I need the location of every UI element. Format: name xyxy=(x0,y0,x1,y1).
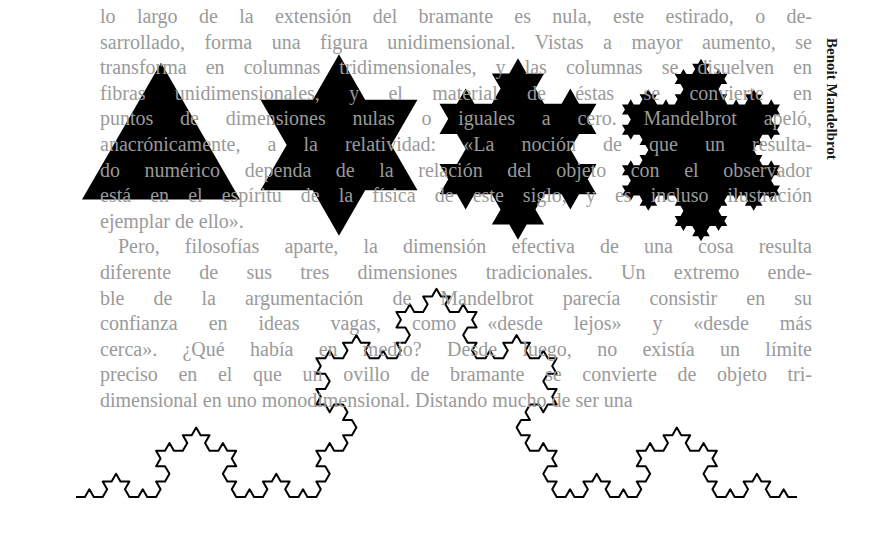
body-text-line: puntos de dimensiones nulas o iguales a … xyxy=(100,105,812,131)
body-text-line: sarrollado, forma una figura unidimensio… xyxy=(100,29,812,55)
body-text-line: do numérico dependa de la relación del o… xyxy=(100,157,812,183)
body-text-line: está en el espíritu de la física de este… xyxy=(100,182,812,208)
body-text-line: confianza en ideas vagas, como «desde le… xyxy=(100,310,812,336)
running-head: Benoit Mandelbrot xyxy=(823,38,841,160)
body-text-line: cerca». ¿Qué había en medio? Desde luego… xyxy=(100,336,812,362)
body-text-line: fibras unidimensionales, y el material d… xyxy=(100,80,812,106)
body-text-line: lo largo de la extensión del bramante es… xyxy=(100,3,812,29)
body-text-line: transforma en columnas tridimensionales,… xyxy=(100,54,812,80)
body-text-line: ejemplar de ello». xyxy=(100,208,812,234)
body-text-line: dimensional en uno monodimensional. Dist… xyxy=(100,387,812,413)
body-text-line: preciso en el que un ovillo de bramante … xyxy=(100,361,812,387)
body-text-line: Pero, filosofías aparte, la dimensión ef… xyxy=(118,233,812,259)
body-text-line: anacrónicamente, a la relatividad: «La n… xyxy=(100,131,812,157)
body-text-line: ble de la argumentación de Mandelbrot pa… xyxy=(100,285,812,311)
body-text-line: diferente de sus tres dimensiones tradic… xyxy=(100,259,812,285)
